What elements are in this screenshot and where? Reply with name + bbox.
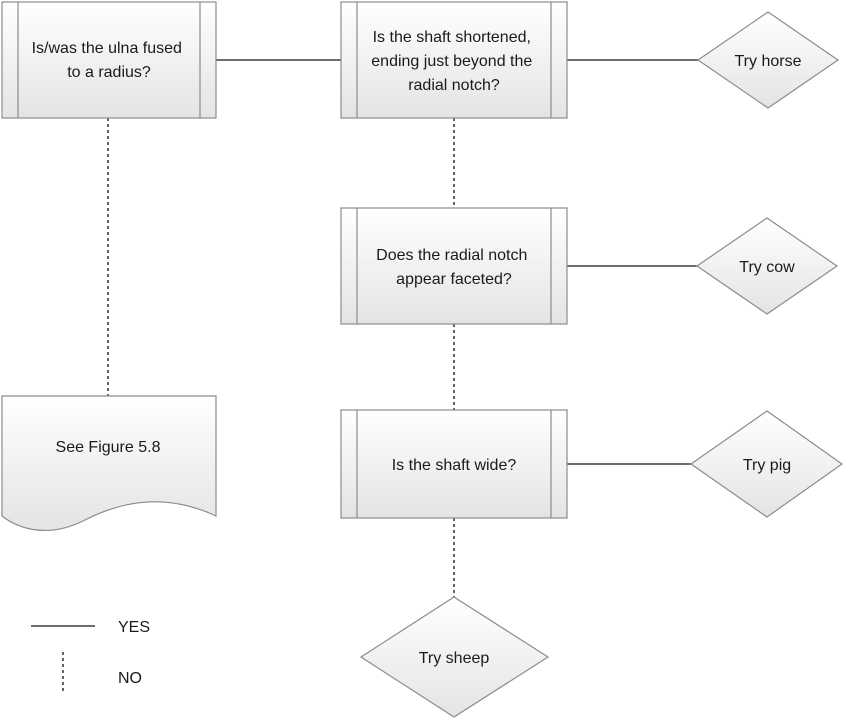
process-box-shaft-wide: Is the shaft wide? — [340, 409, 568, 519]
diamond-try-cow: Try cow — [695, 217, 839, 315]
document-shape-figure: See Figure 5.8 — [1, 395, 217, 531]
process-box-ulna-fused: Is/was the ulna fused to a radius? — [1, 1, 217, 119]
shaft-wide-question: Is the shaft wide? — [392, 457, 517, 474]
diamond-try-pig: Try pig — [689, 410, 844, 518]
radial-notch-question: Does the radial notch appear faceted? — [376, 247, 532, 288]
try-cow-label: Try cow — [739, 259, 795, 276]
legend: YES NO — [31, 619, 150, 694]
radial-notch-line-1: Does the radial notch — [376, 247, 527, 264]
legend-no-label: NO — [118, 670, 142, 687]
yes-connectors — [216, 59, 698, 465]
shaft-shortened-line-3: radial notch? — [408, 77, 500, 94]
try-horse-label: Try horse — [735, 53, 802, 70]
process-box-shaft-shortened: Is the shaft shortened, ending just beyo… — [340, 1, 568, 119]
diamond-try-horse: Try horse — [696, 11, 840, 109]
ulna-fused-line-1: Is/was the ulna fused — [32, 40, 182, 57]
shaft-wide-line-1: Is the shaft wide? — [392, 457, 517, 474]
legend-yes-label: YES — [118, 619, 150, 636]
ulna-fused-line-2: to a radius? — [67, 64, 151, 81]
shaft-shortened-question: Is the shaft shortened, ending just beyo… — [371, 29, 536, 94]
ulna-fused-question: Is/was the ulna fused to a radius? — [32, 40, 187, 81]
shaft-shortened-line-1: Is the shaft shortened, — [373, 29, 531, 46]
see-figure-text: See Figure 5.8 — [56, 439, 161, 456]
diamond-try-sheep: Try sheep — [359, 596, 550, 718]
see-figure-line-1: See Figure 5.8 — [56, 439, 161, 456]
process-box-radial-notch: Does the radial notch appear faceted? — [340, 207, 568, 325]
try-sheep-label: Try sheep — [419, 650, 490, 667]
radial-notch-line-2: appear faceted? — [396, 271, 512, 288]
try-pig-label: Try pig — [743, 457, 791, 474]
no-connectors — [107, 118, 455, 597]
shaft-shortened-line-2: ending just beyond the — [371, 53, 532, 70]
